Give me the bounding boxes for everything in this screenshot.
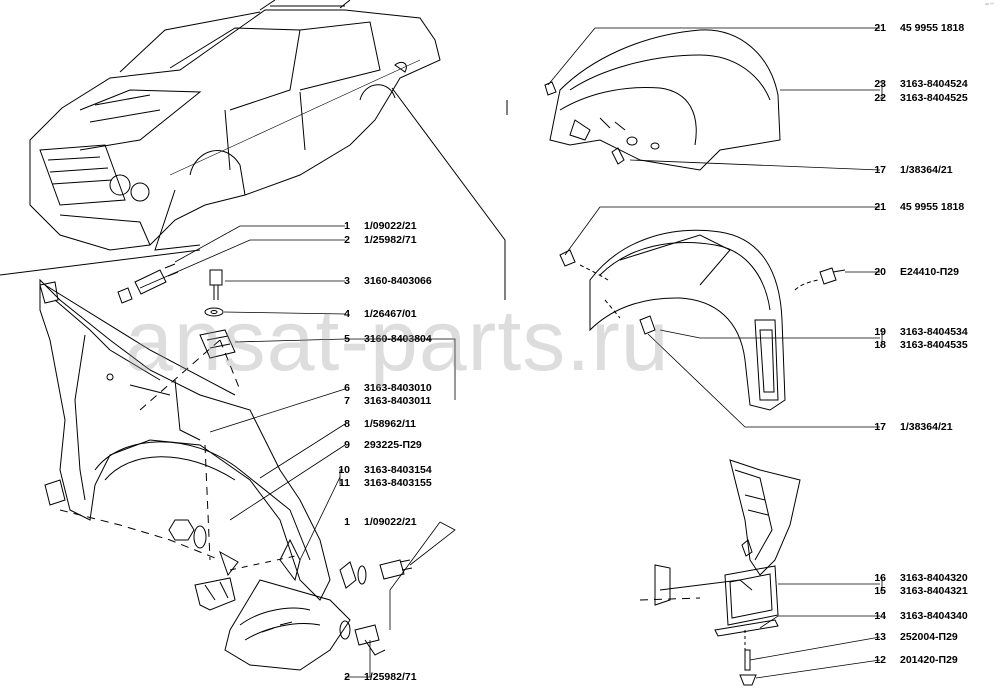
callout-number: 11: [338, 477, 350, 489]
callout-part-number: 3163-8403010: [364, 382, 432, 394]
callout-number: 4: [344, 308, 350, 320]
callout-part-number: 1/25982/71: [364, 234, 417, 246]
callout-part-number: 293225-П29: [364, 439, 422, 451]
callout-number: 16: [874, 572, 886, 584]
callout-part-number: 45 9955 1818: [900, 201, 965, 213]
callout-part-number: 3160-8403066: [364, 275, 432, 287]
callout-part-number: 3163-8404535: [900, 339, 968, 351]
callout-21-upper: 21 45 9955 1818: [864, 22, 964, 34]
callout-number: 20: [874, 266, 886, 278]
callout-number: 15: [874, 585, 886, 597]
callout-15: 15 3163-8404321: [864, 585, 968, 597]
callout-leader-lines: [139, 27, 883, 679]
callout-number: 17: [874, 421, 886, 433]
callout-8: 8 1/58962/11: [328, 418, 416, 430]
callout-6: 6 3163-8403010: [328, 382, 432, 394]
callout-number: 6: [344, 382, 350, 394]
callout-number: 21: [874, 22, 886, 34]
callout-number: 7: [344, 395, 350, 407]
callout-part-number: 3163-8404321: [900, 585, 968, 597]
callout-part-number: 3160-8403804: [364, 333, 432, 345]
callout-5: 5 3160-8403804: [328, 333, 432, 345]
callout-22: 22 3163-8404525: [864, 92, 968, 104]
callout-23: 23 3163-8404524: [864, 78, 968, 90]
callout-1-upper: 1 1/09022/21: [328, 220, 417, 232]
callout-2-upper: 2 1/25982/71: [328, 234, 417, 246]
callout-1-lower: 1 1/09022/21: [328, 516, 417, 528]
callout-number: 1: [344, 220, 350, 232]
callout-part-number: 3163-8404534: [900, 326, 968, 338]
fender-fasteners: [117, 263, 413, 656]
callout-part-number: 1/26467/01: [364, 308, 417, 320]
callout-4: 4 1/26467/01: [328, 308, 417, 320]
callout-part-number: 45 9955 1818: [900, 22, 965, 34]
callout-part-number: 1/38364/21: [900, 421, 953, 433]
vehicle-overview-illustration: [0, 0, 441, 276]
callout-number: 13: [874, 631, 886, 643]
callout-part-number: 1/58962/11: [364, 418, 416, 430]
callout-part-number: 201420-П29: [900, 654, 958, 666]
front-fender-illustration: [39, 278, 351, 671]
callout-9: 9 293225-П29: [328, 439, 422, 451]
callout-number: 5: [344, 333, 350, 345]
callout-part-number: 252004-П29: [900, 631, 958, 643]
callout-2-lower: 2 1/25982/71: [328, 671, 417, 683]
callout-number: 10: [338, 464, 350, 476]
callout-11: 11 3163-8403155: [328, 477, 432, 489]
callout-number: 22: [874, 92, 886, 104]
callout-part-number: 1/38364/21: [900, 164, 953, 176]
callout-number: 2: [344, 234, 350, 246]
callout-13: 13 252004-П29: [864, 631, 958, 643]
callout-number: 18: [874, 339, 886, 351]
callout-10: 10 3163-8403154: [328, 464, 432, 476]
callout-part-number: 1/09022/21: [364, 516, 417, 528]
callout-14: 14 3163-8404340: [864, 610, 968, 622]
callout-20: 20 E24410-П29: [864, 266, 959, 278]
callout-16: 16 3163-8404320: [864, 572, 968, 584]
callout-part-number: 3163-8404320: [900, 572, 968, 584]
callout-part-number: 1/09022/21: [364, 220, 417, 232]
callout-part-number: 3163-8404524: [900, 78, 968, 90]
callout-number: 23: [874, 78, 886, 90]
callout-number: 14: [874, 610, 886, 622]
callout-21-lower: 21 45 9955 1818: [864, 201, 964, 213]
rear-wheel-liner-upper-illustration: [544, 29, 781, 171]
callout-number: 17: [874, 164, 886, 176]
callout-17-lower: 17 1/38364/21: [864, 421, 953, 433]
callout-3: 3 3160-8403066: [328, 275, 432, 287]
callout-part-number: 3163-8403154: [364, 464, 432, 476]
callout-19: 19 3163-8404534: [864, 326, 968, 338]
callout-number: 12: [874, 654, 886, 666]
corner-mark: ᵃᵖ ⁱⁱⁱⁱ: [985, 2, 994, 8]
callout-17-upper: 17 1/38364/21: [864, 164, 953, 176]
callout-part-number: E24410-П29: [900, 266, 959, 278]
callout-part-number: 3163-8404340: [900, 610, 968, 622]
callout-18: 18 3163-8404535: [864, 339, 968, 351]
callout-part-number: 3163-8403155: [364, 477, 432, 489]
rear-wheel-liner-lower-illustration: [559, 229, 846, 411]
callout-number: 3: [344, 275, 350, 287]
mud-flap-illustration: [639, 459, 801, 686]
callout-number: 1: [344, 516, 350, 528]
callout-12: 12 201420-П29: [864, 654, 958, 666]
callout-number: 8: [344, 418, 350, 430]
callout-part-number: 1/25982/71: [364, 671, 417, 683]
callout-number: 21: [874, 201, 886, 213]
callout-part-number: 3163-8403011: [364, 395, 432, 407]
callout-part-number: 3163-8404525: [900, 92, 968, 104]
callout-7: 7 3163-8403011: [328, 395, 431, 407]
callout-number: 2: [344, 671, 350, 683]
callout-number: 9: [344, 439, 350, 451]
callout-number: 19: [874, 326, 886, 338]
